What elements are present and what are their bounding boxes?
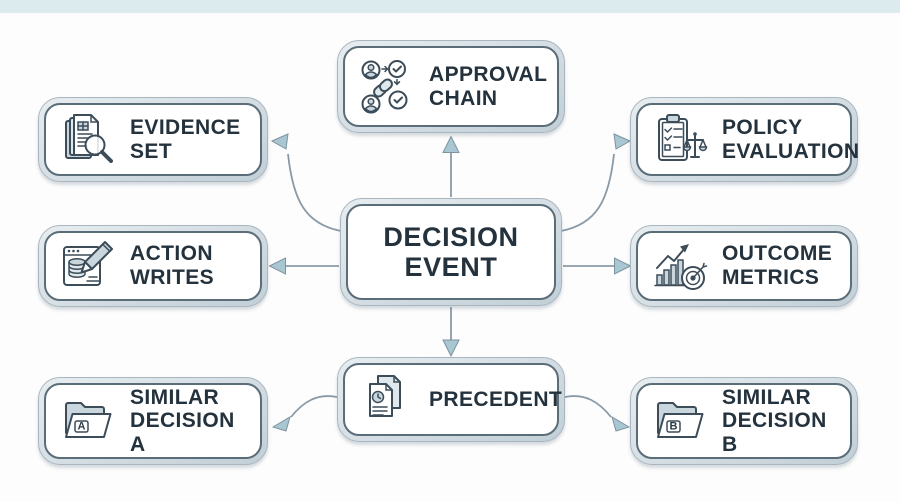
node-label: SIMILAR DECISION B: [722, 385, 827, 456]
node-label: POLICY EVALUATION: [722, 115, 860, 163]
node-action-writes: ACTION WRITES: [38, 225, 268, 307]
arrow-center-to-policy-evaluation: [560, 133, 632, 232]
database-pen-icon: [61, 238, 117, 294]
arrow-precedent-to-similar-b: [564, 395, 631, 432]
node-label: EVIDENCE SET: [130, 115, 241, 163]
folder-a-icon: A: [61, 393, 117, 449]
documents-magnifier-icon: [61, 112, 117, 168]
arrow-center-to-precedent: [442, 307, 460, 358]
arrow-center-to-approval-chain: [442, 135, 460, 197]
folder-letter-a: A: [78, 421, 86, 433]
node-label: PRECEDENT: [429, 387, 563, 411]
node-policy-evaluation: POLICY EVALUATION: [630, 97, 860, 182]
clipboard-scale-icon: [653, 112, 709, 168]
chart-target-icon: [653, 238, 709, 294]
node-evidence-set: EVIDENCE SET: [38, 97, 268, 182]
node-label: OUTCOME METRICS: [722, 242, 833, 289]
center-node-label: DECISION EVENT: [383, 221, 519, 282]
node-label: ACTION WRITES: [130, 242, 215, 289]
arrow-center-to-evidence-set: [270, 133, 342, 232]
node-decision-event: DECISION EVENT: [340, 198, 562, 306]
node-similar-decision-a: A SIMILAR DECISION A: [38, 377, 268, 465]
node-label: SIMILAR DECISION A: [130, 385, 235, 456]
folder-b-icon: B: [653, 393, 709, 449]
arrow-precedent-to-similar-a: [271, 395, 338, 432]
arrow-center-to-action-writes: [268, 257, 339, 275]
arrow-center-to-outcome-metrics: [563, 257, 632, 275]
node-approval-chain: APPROVAL CHAIN: [337, 40, 565, 133]
approval-chain-icon: [360, 59, 416, 115]
folder-letter-b: B: [670, 421, 678, 433]
top-strip: [0, 0, 900, 13]
node-precedent: PRECEDENT: [337, 357, 565, 442]
node-outcome-metrics: OUTCOME METRICS: [630, 225, 858, 307]
node-similar-decision-b: B SIMILAR DECISION B: [630, 377, 858, 465]
node-label: APPROVAL CHAIN: [429, 62, 548, 110]
document-clock-icon: [360, 372, 416, 428]
